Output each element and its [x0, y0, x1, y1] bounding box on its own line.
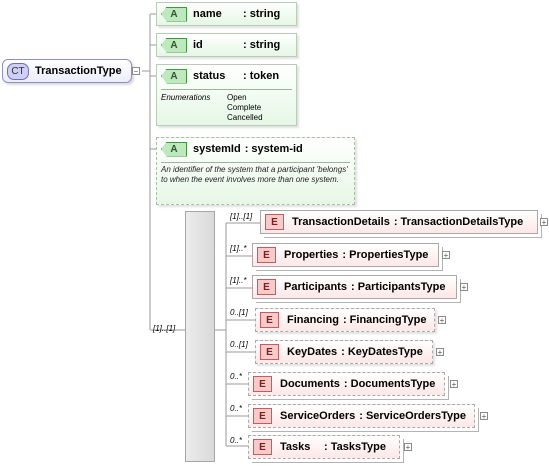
attribute-name-label: systemId [193, 143, 241, 155]
element-occurrence: 0..[1] [230, 340, 248, 349]
enumeration-value: Complete [227, 103, 262, 112]
element-type: : DocumentsType [343, 378, 436, 390]
element-icon: E [260, 344, 279, 360]
enumerations-label: Enumerations [161, 93, 211, 102]
element-transactiondetails[interactable]: E TransactionDetails : TransactionDetail… [260, 210, 538, 234]
element-occurrence: [1]..* [230, 276, 247, 285]
complex-type-node[interactable]: CT TransactionType [2, 59, 132, 83]
expand-toggle[interactable]: + [450, 380, 458, 389]
attribute-type: : token [243, 70, 280, 82]
enumeration-value: Open [227, 93, 247, 102]
expand-toggle[interactable]: + [442, 251, 450, 260]
expand-toggle[interactable]: + [436, 348, 444, 357]
element-tasks[interactable]: E Tasks : TasksType [248, 435, 400, 459]
attribute-type: : system-id [244, 143, 303, 155]
element-name: Properties [284, 249, 339, 261]
element-occurrence: 0..* [230, 404, 243, 413]
expand-toggle[interactable]: + [480, 412, 488, 421]
element-icon: E [253, 376, 272, 392]
attribute-id[interactable]: A id : string [156, 33, 297, 57]
collapse-toggle[interactable]: − [132, 67, 140, 76]
attribute-status[interactable]: A status : token Enumerations Open Compl… [156, 64, 297, 126]
element-documents[interactable]: E Documents : DocumentsType [248, 372, 445, 396]
element-type: : TransactionDetailsType [393, 216, 524, 228]
element-type: : ServiceOrdersType [359, 410, 467, 422]
element-name: KeyDates [287, 346, 338, 358]
complex-type-icon: CT [7, 62, 29, 80]
attribute-documentation: An identifier of the system that a parti… [161, 165, 348, 184]
attribute-name-label: name [193, 8, 222, 20]
expand-toggle[interactable]: + [540, 218, 548, 227]
element-icon: E [253, 439, 272, 455]
attribute-icon: A [161, 68, 187, 84]
element-type: : TasksType [324, 441, 386, 453]
element-occurrence: [1]..* [230, 244, 247, 253]
element-occurrence: 0..* [230, 372, 243, 381]
element-properties[interactable]: E Properties : PropertiesType [252, 243, 439, 267]
element-icon: E [257, 279, 276, 295]
attribute-systemid[interactable]: A systemId : system-id An identifier of … [156, 137, 355, 205]
element-financing[interactable]: E Financing : FinancingType [255, 308, 435, 332]
element-name: Financing [287, 314, 339, 326]
expand-toggle[interactable]: + [438, 316, 446, 325]
divider [161, 162, 350, 163]
element-icon: E [260, 312, 279, 328]
element-icon: E [265, 214, 284, 230]
element-type: : KeyDatesType [341, 346, 423, 358]
element-name: Documents [280, 378, 340, 390]
element-keydates[interactable]: E KeyDates : KeyDatesType [255, 340, 433, 364]
complex-type-name: TransactionType [35, 65, 122, 77]
element-name: TransactionDetails [292, 216, 390, 228]
element-name: Participants [284, 281, 347, 293]
attribute-icon: A [161, 37, 187, 53]
element-occurrence: [1]..[1] [230, 212, 253, 221]
attribute-name-label: status [193, 70, 226, 82]
element-participants[interactable]: E Participants : ParticipantsType [252, 275, 457, 299]
element-type: : FinancingType [342, 314, 427, 326]
element-serviceorders[interactable]: E ServiceOrders : ServiceOrdersType [248, 404, 475, 428]
element-type: : PropertiesType [342, 249, 429, 261]
expand-toggle[interactable]: + [460, 283, 468, 292]
element-occurrence: 0..* [230, 436, 243, 445]
enumeration-value: Cancelled [227, 113, 263, 122]
sequence-occurrence: [1]..[1] [153, 324, 176, 333]
attribute-name[interactable]: A name : string [156, 2, 297, 26]
attribute-type: : string [243, 39, 281, 51]
sequence-compositor[interactable] [185, 211, 215, 462]
element-occurrence: 0..[1] [230, 308, 248, 317]
element-icon: E [253, 408, 272, 424]
attribute-icon: A [161, 6, 187, 22]
element-type: : ParticipantsType [350, 281, 446, 293]
divider [161, 89, 292, 90]
element-icon: E [257, 247, 276, 263]
attribute-type: : string [243, 8, 281, 20]
enumeration-list: Open Complete Cancelled [227, 93, 263, 123]
attribute-icon: A [161, 141, 187, 157]
expand-toggle[interactable]: + [404, 443, 412, 452]
attribute-name-label: id [193, 39, 203, 51]
element-name: ServiceOrders [280, 410, 356, 422]
element-name: Tasks [280, 441, 311, 453]
